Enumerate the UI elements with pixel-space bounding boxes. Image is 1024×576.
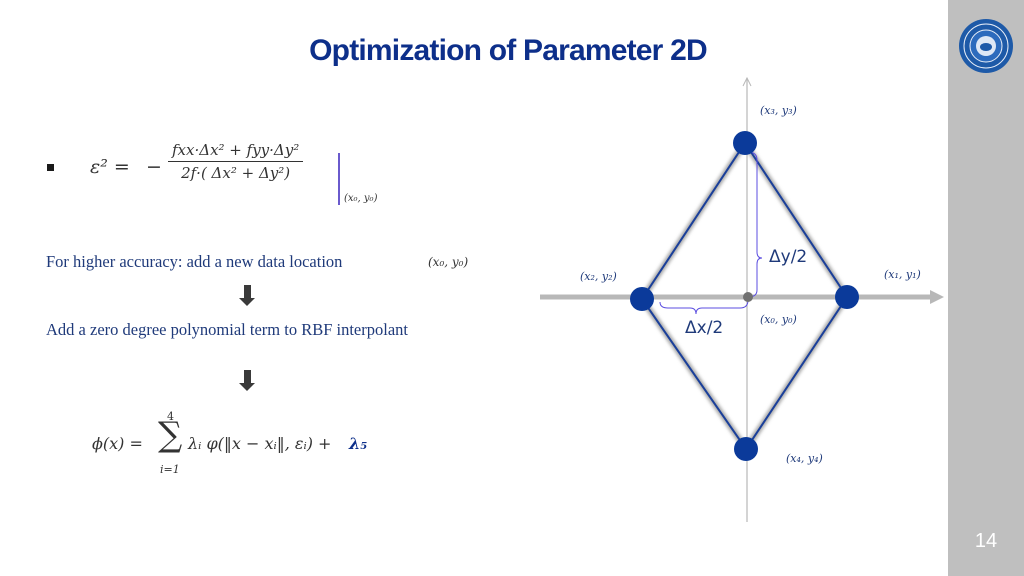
delta-y-brace — [747, 151, 763, 298]
lambda5-term: λ₅ — [349, 434, 368, 453]
accuracy-point-label: (x₀, y₀) — [428, 255, 469, 269]
university-seal-icon — [959, 19, 1013, 73]
slide-title: Optimization of Parameter 2D — [309, 34, 708, 67]
down-arrow-icon — [239, 370, 255, 391]
accuracy-text: For higher accuracy: add a new data loca… — [46, 252, 343, 271]
node-p3 — [733, 131, 757, 155]
label-p3: (x₃, y₃) — [760, 104, 797, 117]
node-p2 — [630, 287, 654, 311]
sum-upper-limit: 4 — [167, 410, 174, 423]
down-arrow-icon — [239, 285, 255, 306]
fraction-denominator: 2f·( Δx² + Δy²) — [181, 164, 291, 182]
rbf-lhs: ϕ(x) = — [92, 434, 143, 453]
polynomial-text: Add a zero degree polynomial term to RBF… — [46, 320, 408, 339]
label-p4: (x₄, y₄) — [786, 452, 823, 465]
node-p4 — [734, 437, 758, 461]
fraction-numerator: fxx·Δx² + fyy·Δy² — [168, 141, 304, 162]
bullet-icon — [47, 164, 54, 171]
epsilon-lhs: ε² = — [90, 156, 130, 178]
label-p2: (x₂, y₂) — [580, 270, 617, 283]
stencil-diagram — [540, 76, 944, 522]
delta-x-brace — [659, 299, 749, 315]
x-axis-arrow-icon — [930, 290, 944, 304]
y-axis-arrow-icon — [742, 76, 752, 87]
sum-lower-limit: i=1 — [160, 463, 180, 476]
delta-x-label: Δx/2 — [685, 318, 724, 338]
label-p0: (x₀, y₀) — [760, 313, 797, 326]
sum-symbol: ∑ — [158, 415, 183, 455]
node-p0-center — [743, 292, 753, 302]
minus-sign: − — [146, 156, 162, 178]
epsilon-fraction: fxx·Δx² + fyy·Δy² 2f·( Δx² + Δy²) — [168, 141, 304, 182]
evaluation-bar — [338, 153, 340, 205]
eval-point-label: (x₀, y₀) — [344, 193, 378, 204]
slide-sidebar — [948, 0, 1024, 576]
page-number: 14 — [974, 530, 998, 552]
delta-y-label: Δy/2 — [769, 247, 808, 267]
rbf-body: λᵢ φ(‖x − xᵢ‖, εᵢ) + — [188, 434, 332, 453]
label-p1: (x₁, y₁) — [884, 268, 921, 281]
node-p1 — [835, 285, 859, 309]
